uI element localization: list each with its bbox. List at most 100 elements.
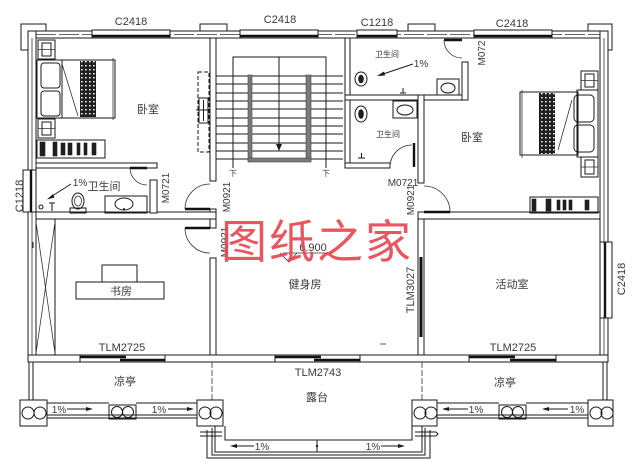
room-label-bath-left: 卫生间: [88, 179, 121, 193]
column-top-mid-left: [199, 23, 228, 31]
door-label-gym-terrace: TLM2743: [295, 367, 341, 379]
column-with-downpipes-icon: [19, 399, 48, 427]
room-label-bedroom-right: 卧室: [461, 130, 483, 144]
door-bath-lower: [389, 143, 416, 168]
door-label-bedroom-right: M0921: [406, 184, 417, 215]
nightstand-icon: [580, 156, 599, 178]
window-top-1: [91, 29, 171, 39]
balcony-structure: [19, 362, 614, 459]
bath-upper-fixtures: [354, 63, 460, 96]
scupper-icon: [200, 431, 222, 437]
room-label-study: 书房: [110, 285, 132, 298]
nightstand-icon: [37, 118, 56, 139]
wardrobe-icon: [36, 139, 106, 159]
room-label-activity: 活动室: [496, 277, 529, 291]
sink-icon: [392, 100, 418, 119]
windows: [22, 29, 613, 319]
door-label-gym-activity: TLM3027: [405, 267, 417, 313]
door-label-study: M0921: [220, 226, 231, 257]
column-with-downpipes-icon: [196, 399, 224, 427]
column-with-downpipes-icon: [587, 399, 614, 427]
sliding-panel-icon: [32, 219, 56, 355]
wardrobe-icon: [529, 196, 599, 214]
nightstand-icon: [580, 70, 599, 91]
window-label-left: C1218: [14, 180, 26, 212]
faucet-icon: [49, 202, 55, 211]
door-bedroom-left: [184, 183, 211, 211]
closet-icon: [196, 71, 210, 153]
column-top-right: [587, 23, 613, 51]
door-label-bath-upper: M072: [477, 40, 488, 65]
sink-icon: [436, 78, 460, 96]
interior-walls: [35, 37, 601, 356]
handrail-bottom: [247, 157, 312, 163]
slope-label-pavilion-left-1: 1%: [52, 405, 67, 416]
scupper-icon: [415, 431, 439, 437]
faucet-icon: [400, 88, 406, 94]
door-label-study-balcony: TLM2725: [99, 342, 145, 354]
parapet-right: [437, 402, 588, 419]
window-label-right: C2418: [616, 263, 628, 295]
toilet-icon: [69, 192, 87, 214]
door-bath-left: [129, 166, 148, 186]
slope-arrow-right-icon: [168, 407, 194, 411]
elevation-marker-icon: [279, 252, 332, 263]
door-label-activity-balcony: TLM2725: [490, 342, 536, 354]
window-label-top-3: C1218: [361, 17, 393, 29]
double-bed-icon: [519, 89, 599, 158]
window-top-2: [239, 29, 319, 39]
toilet-icon: [354, 71, 368, 87]
slope-arrow-left-icon: [442, 407, 468, 411]
slope-arrow-icon: [377, 63, 414, 76]
column-top-mid-right: [407, 23, 436, 31]
bedroom-left-furniture: [36, 39, 210, 159]
terrace-parapet: [206, 426, 431, 459]
stair-direction-arrow-icon: [276, 57, 282, 151]
slope-arrow-icon: [47, 183, 72, 200]
room-label-terrace: 露台: [306, 390, 328, 404]
floor-drain-icon: [38, 204, 44, 210]
staircase: [216, 56, 343, 168]
door-bedroom-right: [423, 185, 451, 214]
window-right: [599, 241, 613, 319]
column-top-left: [20, 23, 47, 51]
slope-label-terrace-left: 1%: [255, 442, 270, 453]
double-bed-icon: [36, 58, 116, 120]
sliding-door-activity-balcony: [468, 354, 557, 363]
slope-arrow-right-icon: [67, 407, 93, 411]
slope-label-pavilion-left-2: 1%: [152, 405, 167, 416]
room-label-gym: 健身房: [289, 277, 322, 291]
slope-label-bath-left: 1%: [73, 178, 88, 189]
window-top-3: [356, 29, 398, 39]
handrail-left: [247, 74, 253, 162]
slope-label-bath-upper: 1%: [414, 59, 429, 70]
door-study: [184, 226, 211, 254]
bedroom-right-furniture: [519, 70, 599, 214]
sliding-door-gym-terrace: [274, 354, 361, 363]
toilet-icon: [354, 105, 368, 123]
window-top-4: [473, 29, 553, 39]
door-label-bath-lower: M0721: [388, 178, 419, 189]
elevation-label: 6.900: [299, 242, 327, 254]
column-with-downpipes-icon: [411, 399, 438, 427]
window-label-top-2: C2418: [264, 14, 296, 26]
slope-arrow-right-icon: [381, 444, 405, 448]
watermark: 图纸之家: [221, 215, 413, 269]
bath-lower-fixtures: [354, 100, 418, 159]
exterior-walls: [20, 23, 613, 363]
slope-arrow-left-icon: [542, 407, 568, 411]
slope-label-terrace-right: 1%: [366, 442, 381, 453]
room-label-pavilion-left: 凉亭: [114, 374, 136, 388]
stair-down-label-left: 下: [229, 169, 237, 178]
slope-label-pavilion-right-1: 1%: [469, 405, 484, 416]
slope-arrow-left-icon: [230, 444, 254, 448]
room-label-pavilion-right: 凉亭: [494, 375, 516, 389]
faucet-icon: [358, 153, 365, 159]
sink-icon: [104, 195, 148, 214]
slope-label-pavilion-right-2: 1%: [570, 405, 585, 416]
window-left: [22, 169, 37, 213]
door-bath-upper: [443, 38, 463, 59]
column-with-downpipes-icon: [498, 404, 527, 420]
room-label-bedroom-left: 卧室: [137, 102, 159, 116]
